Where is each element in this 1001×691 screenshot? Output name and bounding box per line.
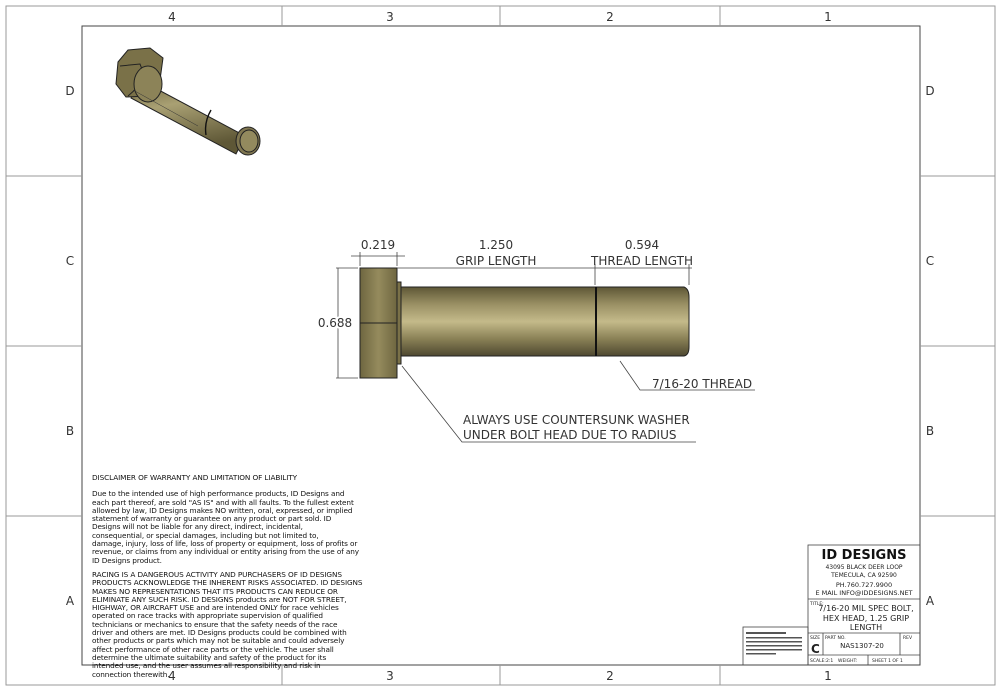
drawing-title-line1: 7/16-20 MIL SPEC BOLT, (818, 604, 913, 613)
disclaimer-line: connection therewith. (92, 669, 170, 679)
title-label: TITLE: (809, 601, 824, 607)
drawing-title-line3: LENGTH (850, 623, 882, 632)
size-label: SIZE (810, 635, 820, 641)
grip-length-label: GRIP LENGTH (456, 254, 537, 268)
disclaimer-line: technicians or mechanics to ensure that … (92, 619, 338, 629)
row-label-right: C (926, 254, 934, 268)
row-label-right: A (926, 594, 935, 608)
col-label-top: 3 (386, 10, 394, 24)
row-label-left: C (66, 254, 74, 268)
disclaimer-paragraph-racing: RACING IS A DANGEROUS ACTIVITY AND PURCH… (92, 569, 363, 679)
disclaimer-line: ID Designs product. (92, 555, 162, 565)
disclaimer-line: other products or parts which may not be… (92, 636, 345, 646)
company-name: ID DESIGNS (822, 548, 907, 563)
disclaimer-line: statement of warranty or guarantee on an… (92, 514, 332, 524)
washer-note-line1: ALWAYS USE COUNTERSUNK WASHER (463, 413, 690, 427)
disclaimer-line: each part thereof, are sold "AS IS" and … (92, 497, 354, 507)
part-number: NAS1307-20 (840, 642, 884, 650)
title-block (742, 544, 921, 666)
rev-label: REV (903, 635, 913, 641)
disclaimer-line: PRODUCTS ACKNOWLEDGE THE INHERENT RISKS … (92, 578, 363, 588)
disclaimer-line: consequential, or special damages, inclu… (92, 530, 319, 540)
grip-length-dimension: 1.250 (479, 238, 513, 252)
company-address-2: TEMECULA, CA 92590 (830, 572, 897, 579)
zone-labels: 4 3 2 1 4 3 2 1 D C B A D C B A (65, 10, 935, 683)
isometric-bolt-view (115, 47, 261, 156)
col-label-top: 1 (824, 10, 832, 24)
disclaimer-line: MAKES NO REPRESENTATIONS THAT ITS PRODUC… (92, 586, 338, 596)
disclaimer-paragraph-warranty: Due to the intended use of high performa… (92, 489, 362, 565)
company-email: E MAIL INFO@IDDESIGNS.NET (815, 589, 912, 597)
disclaimer-line: determine the ultimate suitability and s… (92, 652, 327, 662)
bolt-shank (400, 286, 690, 357)
disclaimer-line: Designs will not be liable for any direc… (92, 522, 303, 532)
row-label-left: B (66, 424, 74, 438)
approval-block (746, 632, 802, 655)
company-phone: PH.760.727.9900 (836, 581, 892, 589)
zone-ticks (6, 6, 995, 685)
col-label-bottom: 3 (386, 669, 394, 683)
row-label-left: A (66, 594, 75, 608)
company-address-1: 43095 BLACK DEER LOOP (825, 564, 902, 571)
disclaimer-line: operated on race tracks with appropriate… (92, 611, 323, 621)
disclaimer-line: RACING IS A DANGEROUS ACTIVITY AND PURCH… (92, 569, 342, 579)
weight-label: WEIGHT: (838, 658, 857, 664)
scale-label: SCALE:2:1 (810, 658, 833, 664)
disclaimer-line: damage, injury, loss of life, loss of pr… (92, 539, 358, 549)
disclaimer-line: driver and others are met. ID Designs pr… (92, 628, 347, 638)
drawing-title-line2: HEX HEAD, 1.25 GRIP (823, 614, 909, 623)
disclaimer-line: revenue, or claims from any individual o… (92, 547, 360, 557)
row-label-right: D (925, 84, 934, 98)
thread-note: 7/16-20 THREAD (652, 377, 752, 391)
thread-length-dimension: 0.594 (625, 238, 659, 252)
disclaimer-line: allowed by law, ID Designs makes NO writ… (92, 505, 353, 515)
head-thickness-dimension: 0.219 (361, 238, 395, 252)
sheet-label: SHEET 1 OF 1 (872, 658, 903, 664)
disclaimer-line: HIGHWAY, OR AIRCRAFT USE and are intende… (92, 603, 339, 613)
row-label-right: B (926, 424, 934, 438)
col-label-top: 4 (168, 10, 176, 24)
part-no-label: PART NO. (825, 635, 846, 641)
col-label-bottom: 1 (824, 669, 832, 683)
row-label-left: D (65, 84, 74, 98)
head-width-dimension: 0.688 (318, 316, 352, 330)
col-label-top: 2 (606, 10, 614, 24)
disclaimer-line: ELIMINATE ANY SUCH RISK. ID DESIGNS prod… (92, 594, 347, 604)
bolt-side-view (359, 267, 690, 379)
disclaimer-line: Due to the intended use of high performa… (92, 489, 345, 499)
disclaimer-line: intended use, and the user assumes all r… (92, 661, 321, 671)
col-label-bottom: 2 (606, 669, 614, 683)
size-value: C (811, 642, 820, 656)
disclaimer-title: DISCLAIMER OF WARRANTY AND LIMITATION OF… (92, 473, 298, 482)
col-label-bottom: 4 (168, 669, 176, 683)
disclaimer-line: affect performance of other race parts o… (92, 644, 334, 654)
disclaimer-block: DISCLAIMER OF WARRANTY AND LIMITATION OF… (92, 473, 363, 685)
washer-note-line2: UNDER BOLT HEAD DUE TO RADIUS (463, 428, 677, 442)
thread-length-label: THREAD LENGTH (590, 254, 693, 268)
dimension-lines (336, 252, 755, 443)
